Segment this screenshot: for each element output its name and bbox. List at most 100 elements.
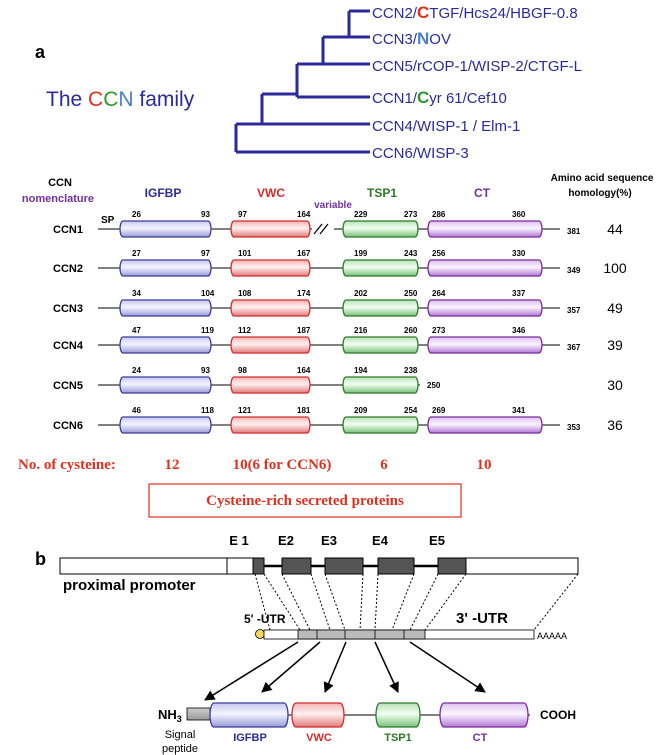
header-sp: SP xyxy=(101,215,115,226)
row-name: CCN6 xyxy=(53,420,83,432)
nh3-label: NH3 xyxy=(158,707,182,724)
header-homology-2: homology(%) xyxy=(568,188,631,199)
header-variable: variable xyxy=(314,200,352,211)
protein-domain-igfbp xyxy=(209,702,289,728)
domain-vwc xyxy=(230,259,311,277)
header-tsp1: TSP1 xyxy=(367,186,397,200)
protein-label-igfbp: IGFBP xyxy=(233,732,267,744)
protein-domain-ct xyxy=(439,702,529,728)
protein-domains xyxy=(209,702,529,728)
domain-start: 264 xyxy=(432,289,446,298)
domain-end: 330 xyxy=(512,249,526,258)
domain-end: 93 xyxy=(201,210,210,219)
domain-tsp1 xyxy=(342,376,419,394)
domain-end: 273 xyxy=(404,210,418,219)
domain-ct xyxy=(427,336,543,354)
domain-vwc xyxy=(230,416,311,434)
domain-igfbp xyxy=(119,376,212,394)
domain-end: 250 xyxy=(404,289,418,298)
domain-start: 199 xyxy=(354,249,368,258)
row-name: CCN4 xyxy=(53,340,84,352)
domain-end: 260 xyxy=(404,326,418,335)
domain-end: 181 xyxy=(297,406,311,415)
exon-labels: E 1 E2 E3 E4 E5 xyxy=(229,533,445,548)
tree-leaf-3: CCN5/rCOP-1/WISP-2/CTGF-L xyxy=(372,58,582,75)
domain-start: 112 xyxy=(238,326,251,335)
domain-start: 46 xyxy=(132,406,141,415)
domain-tsp1 xyxy=(342,299,419,317)
domain-end: 118 xyxy=(201,406,214,415)
domain-end: 346 xyxy=(512,326,526,335)
domain-igfbp xyxy=(119,259,212,277)
domain-end: 341 xyxy=(512,406,526,415)
row-name: CCN3 xyxy=(53,303,83,315)
row-name: CCN1 xyxy=(53,224,83,236)
protein-label-tsp1: TSP1 xyxy=(384,732,412,744)
variable-gap xyxy=(312,224,334,234)
cysteine-vwc: 10(6 for CCN6) xyxy=(233,457,332,473)
signal-label-1: Signal xyxy=(165,729,196,741)
exon-label-e1: E 1 xyxy=(229,533,249,548)
tree-leaf-6: CCN6/WISP-3 xyxy=(372,145,469,162)
domain-end: 254 xyxy=(404,406,418,415)
domain-tsp1 xyxy=(342,416,419,434)
exon-label-e5: E5 xyxy=(429,533,445,548)
mrna-structure xyxy=(255,629,535,640)
domain-ct xyxy=(427,416,543,434)
cysteine-tsp1: 6 xyxy=(380,457,388,473)
domain-start: 273 xyxy=(432,326,446,335)
domain-start: 27 xyxy=(132,249,141,258)
domain-end: 167 xyxy=(297,249,311,258)
domain-end: 104 xyxy=(201,289,215,298)
domain-start: 98 xyxy=(238,366,247,375)
protein-length: 357 xyxy=(567,306,581,315)
domain-end: 360 xyxy=(512,210,526,219)
cooh-label: COOH xyxy=(540,708,576,722)
domain-end: 119 xyxy=(201,326,214,335)
domain-vwc xyxy=(230,336,311,354)
homology-value: 30 xyxy=(607,377,623,393)
break-mark xyxy=(319,223,329,235)
homology-value: 100 xyxy=(603,260,627,276)
domain-start: 194 xyxy=(354,366,368,375)
domain-end: 337 xyxy=(512,289,526,298)
cap-icon xyxy=(255,629,265,639)
domain-ct xyxy=(427,259,543,277)
homology-value: 49 xyxy=(607,300,623,316)
domain-igfbp xyxy=(119,299,212,317)
polya-label: AAAAA xyxy=(537,631,567,641)
protein-domain-tsp1 xyxy=(375,702,421,728)
protein-length: 349 xyxy=(567,266,581,275)
protein-label-ct: CT xyxy=(473,732,488,744)
translation-arrows xyxy=(204,641,486,701)
domain-start: 269 xyxy=(432,406,446,415)
tree-leaf-2: CCN3/NOV xyxy=(372,29,451,48)
cysteine-row: No. of cysteine: 12 10(6 for CCN6) 6 10 xyxy=(18,457,492,473)
exon-label-e2: E2 xyxy=(278,533,294,548)
header-homology-1: Amino acid sequence xyxy=(551,173,654,184)
tree-leaf-labels: CCN2/CTGF/Hcs24/HBGF-0.8CCN3/NOVCCN5/rCO… xyxy=(372,3,582,162)
domain-start: 229 xyxy=(354,210,368,219)
signal-label-2: peptide xyxy=(162,743,198,755)
tree-leaf-5: CCN4/WISP-1 / Elm-1 xyxy=(372,118,520,135)
cysteine-ct: 10 xyxy=(477,457,492,473)
domain-end: 93 xyxy=(201,366,210,375)
protein-length: 367 xyxy=(567,343,581,352)
domain-start: 47 xyxy=(132,326,141,335)
phylogenetic-tree xyxy=(234,9,370,154)
header-vwc: VWC xyxy=(257,186,285,200)
secreted-proteins-label: Cysteine-rich secreted proteins xyxy=(206,493,404,509)
domain-end: 187 xyxy=(297,326,311,335)
domain-ct xyxy=(427,299,543,317)
header-nomenclature: nomenclature xyxy=(22,193,94,205)
domain-ct xyxy=(427,220,543,238)
domain-vwc xyxy=(230,220,311,238)
signal-peptide-block xyxy=(186,707,211,721)
domain-start: 121 xyxy=(238,406,252,415)
break-mark xyxy=(313,223,323,235)
